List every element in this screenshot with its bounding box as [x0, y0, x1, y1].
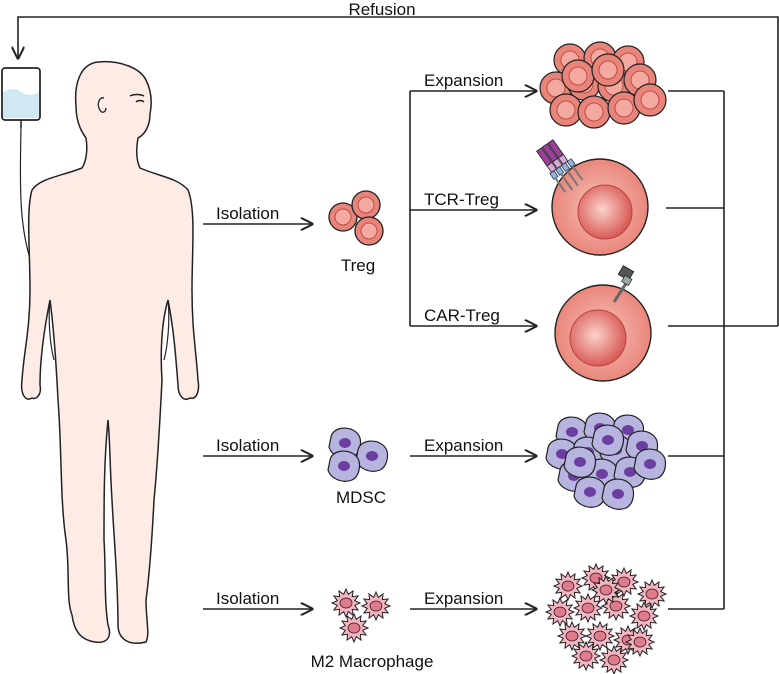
treg-cell	[633, 83, 667, 117]
mdsc-cell	[563, 446, 597, 478]
m2-macrophage-cell	[572, 592, 604, 624]
car-receptor-icon	[612, 265, 635, 303]
human-body-icon	[20, 60, 200, 644]
mdsc-isolation-label: Isolation	[216, 436, 279, 455]
mdsc-cell	[573, 476, 607, 508]
treg-expansion-label: Expansion	[424, 71, 503, 90]
collector-bracket	[666, 90, 778, 610]
mdsc-cell	[327, 450, 361, 482]
m2-macrophage-cell	[570, 640, 602, 672]
treg-isolation-label: Isolation	[216, 204, 279, 223]
iv-bag-icon	[1, 67, 41, 271]
mdsc-cell	[355, 440, 389, 472]
m2-macrophage-cell	[330, 587, 362, 619]
m2-macrophage-cell	[338, 612, 370, 644]
treg-cell	[549, 93, 583, 127]
car-treg-label: CAR-Treg	[424, 306, 500, 325]
m2-macrophage-cell	[600, 590, 632, 622]
tcr-treg-cell	[551, 158, 649, 256]
tcr-treg-label: TCR-Treg	[424, 190, 499, 209]
mdsc-expansion-label: Expansion	[424, 436, 503, 455]
expanded-treg-cluster	[539, 41, 667, 129]
tcr-receptor-icon	[536, 139, 584, 193]
m2-macrophage-cell	[360, 590, 392, 622]
treg-cell	[577, 95, 611, 129]
treg-cell-cluster	[328, 190, 384, 246]
expanded-mdsc-cluster	[545, 412, 667, 510]
treg-cell	[591, 53, 625, 87]
m2-isolation-label: Isolation	[216, 589, 279, 608]
m2-macrophage-cell	[552, 570, 584, 602]
m2-macrophage-cell	[624, 626, 656, 658]
mdsc-label: MDSC	[336, 488, 386, 507]
refusion-label: Refusion	[348, 0, 415, 19]
mdsc-cell	[633, 448, 667, 480]
m2-macrophage-cell	[636, 578, 668, 610]
treg-cell	[607, 91, 641, 125]
m2-label: M2 Macrophage	[311, 652, 434, 671]
refusion-line	[18, 16, 779, 326]
treg-label: Treg	[341, 256, 375, 275]
car-treg-cell	[554, 284, 652, 382]
m2-macrophage-cell	[544, 596, 576, 628]
m2-cell-cluster	[330, 587, 392, 644]
m2-macrophage-cell	[608, 566, 640, 598]
m2-macrophage-cell	[598, 644, 630, 674]
expanded-m2-cluster	[544, 562, 668, 674]
m2-expansion-label: Expansion	[424, 589, 503, 608]
m2-macrophage-cell	[590, 574, 622, 606]
treg-cell	[561, 59, 595, 93]
mdsc-cell-cluster	[327, 427, 389, 482]
mdsc-cell	[601, 478, 635, 510]
mdsc-cell	[591, 424, 625, 456]
m2-macrophage-cell	[628, 600, 660, 632]
